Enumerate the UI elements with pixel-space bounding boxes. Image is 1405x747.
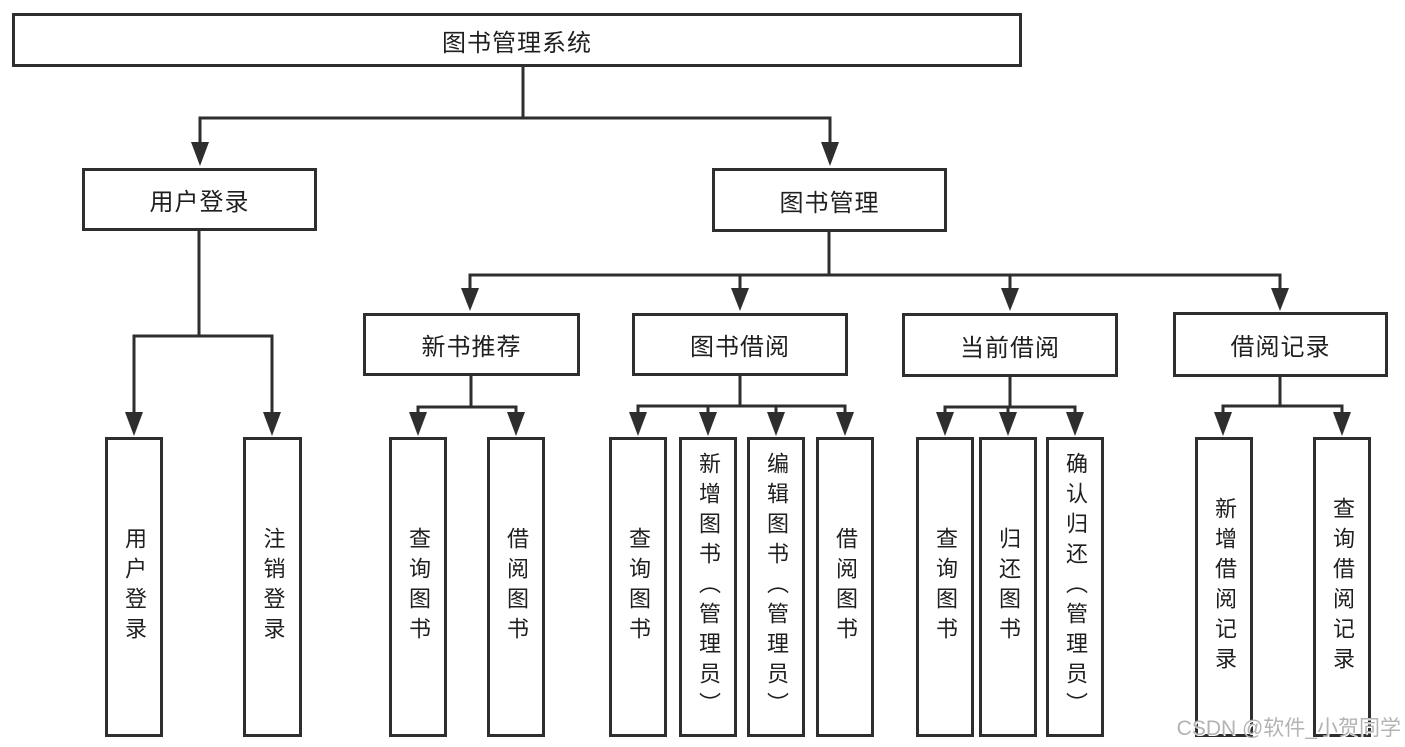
node-leaf-logout: 注销登录 bbox=[243, 437, 302, 737]
node-leaf-query-borrow-record: 查询借阅记录 bbox=[1313, 437, 1371, 737]
node-book-borrowing: 图书借阅 bbox=[632, 313, 848, 376]
node-leaf-user-login: 用户登录 bbox=[105, 437, 163, 737]
node-root-system: 图书管理系统 bbox=[12, 13, 1022, 67]
connector-new-book-children bbox=[416, 374, 518, 416]
connector-root-to-level2 bbox=[198, 65, 832, 149]
node-new-book-recommend-label: 新书推荐 bbox=[421, 334, 522, 361]
node-leaf-query-books-1-label: 查询图书 bbox=[406, 527, 431, 647]
node-leaf-confirm-return-admin-label: 确认归还（管理员） bbox=[1063, 452, 1088, 722]
connector-book-borrow-children bbox=[636, 374, 847, 416]
node-leaf-edit-books-admin-label: 编辑图书（管理员） bbox=[764, 452, 789, 722]
arrowheads bbox=[125, 142, 1351, 436]
node-leaf-add-books-admin: 新增图书（管理员） bbox=[679, 437, 737, 737]
node-book-management: 图书管理 bbox=[712, 168, 947, 232]
node-leaf-query-books-2-label: 查询图书 bbox=[626, 527, 651, 647]
node-book-borrowing-label: 图书借阅 bbox=[690, 334, 790, 361]
node-leaf-borrow-books-1-label: 借阅图书 bbox=[504, 527, 529, 647]
connector-user-login-children bbox=[132, 229, 274, 415]
node-current-borrowing: 当前借阅 bbox=[902, 313, 1118, 377]
node-book-management-label: 图书管理 bbox=[779, 189, 880, 217]
node-leaf-borrow-books-2-label: 借阅图书 bbox=[833, 527, 858, 647]
connector-current-borrow-children bbox=[943, 375, 1077, 416]
node-leaf-query-borrow-record-label: 查询借阅记录 bbox=[1330, 497, 1355, 677]
node-leaf-edit-books-admin: 编辑图书（管理员） bbox=[747, 437, 805, 737]
node-leaf-query-books-1: 查询图书 bbox=[389, 437, 447, 737]
node-leaf-borrow-books-1: 借阅图书 bbox=[487, 437, 545, 737]
node-current-borrowing-label: 当前借阅 bbox=[960, 334, 1060, 362]
node-leaf-add-books-admin-label: 新增图书（管理员） bbox=[696, 452, 721, 722]
node-leaf-logout-label: 注销登录 bbox=[260, 527, 286, 647]
node-user-login: 用户登录 bbox=[82, 168, 317, 231]
node-borrowing-records: 借阅记录 bbox=[1173, 312, 1388, 377]
node-user-login-label: 用户登录 bbox=[149, 189, 250, 216]
node-leaf-return-books: 归还图书 bbox=[979, 437, 1037, 737]
node-leaf-add-borrow-record-label: 新增借阅记录 bbox=[1212, 497, 1237, 677]
node-leaf-borrow-books-2: 借阅图书 bbox=[816, 437, 874, 737]
node-leaf-query-books-2: 查询图书 bbox=[609, 437, 667, 737]
node-leaf-query-books-3-label: 查询图书 bbox=[933, 527, 958, 647]
connector-book-management-children bbox=[468, 230, 1282, 292]
node-root-system-label: 图书管理系统 bbox=[442, 29, 592, 57]
node-leaf-confirm-return-admin: 确认归还（管理员） bbox=[1046, 437, 1104, 737]
node-new-book-recommend: 新书推荐 bbox=[363, 313, 580, 376]
node-borrowing-records-label: 借阅记录 bbox=[1230, 334, 1331, 361]
csdn-watermark: CSDN @软件_小贺同学 bbox=[1176, 717, 1401, 740]
connector-borrow-records-children bbox=[1221, 375, 1344, 416]
node-leaf-return-books-label: 归还图书 bbox=[996, 527, 1021, 647]
node-leaf-add-borrow-record: 新增借阅记录 bbox=[1195, 437, 1253, 737]
node-leaf-query-books-3: 查询图书 bbox=[916, 437, 974, 737]
node-leaf-user-login-label: 用户登录 bbox=[122, 527, 147, 647]
